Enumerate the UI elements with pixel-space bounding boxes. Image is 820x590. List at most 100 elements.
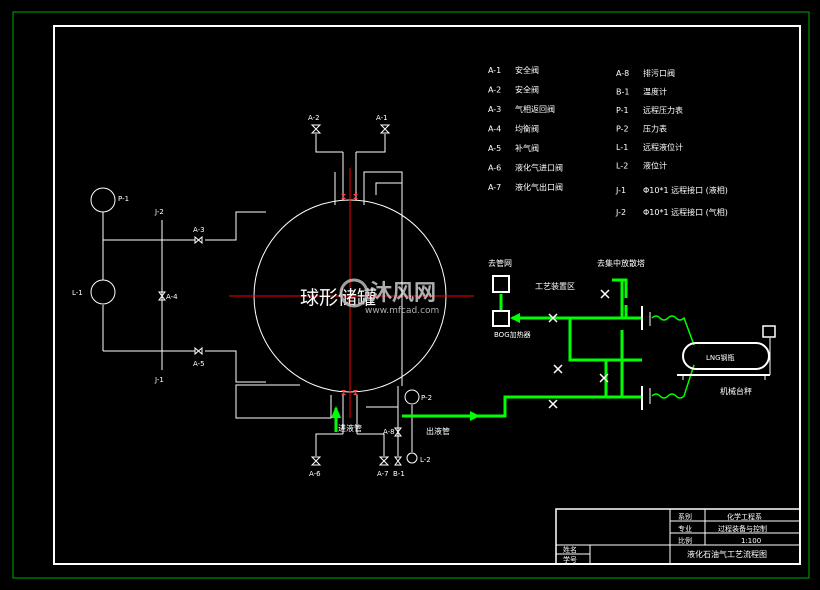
bottom-piping: A-6 A-7 A-8 B-1 P-2 L-2 bbox=[309, 386, 432, 478]
legend-desc: 远程液位计 bbox=[643, 142, 683, 152]
tag-a1: A-1 bbox=[376, 114, 388, 122]
tag-a5: A-5 bbox=[193, 360, 205, 368]
legend-desc: 液位计 bbox=[643, 161, 667, 171]
legend-desc: Φ10*1 远程接口 (气相) bbox=[643, 207, 728, 217]
legend-code: A-7 bbox=[488, 183, 501, 192]
tag-p1: P-1 bbox=[118, 195, 129, 203]
tag-a7: A-7 bbox=[377, 470, 389, 478]
legend-desc: 补气阀 bbox=[515, 143, 539, 153]
legend-code: A-3 bbox=[488, 105, 501, 114]
legend-desc: 气相返回阀 bbox=[515, 104, 555, 114]
top-valves: A-2 A-1 bbox=[308, 114, 403, 386]
tag-l1: L-1 bbox=[72, 289, 83, 297]
valve-a2-icon bbox=[310, 124, 322, 134]
thermometer-icon bbox=[394, 456, 402, 466]
label-vent-tower: 去集中放散塔 bbox=[597, 258, 645, 268]
outer-border bbox=[12, 11, 810, 579]
tag-a4: A-4 bbox=[166, 293, 178, 301]
label-outlet: 出液管 bbox=[426, 426, 450, 436]
title-id-label: 学号 bbox=[563, 555, 577, 564]
legend-code: L-1 bbox=[616, 143, 628, 152]
remote-pressure-gauge-icon bbox=[90, 187, 116, 213]
tag-b1: B-1 bbox=[393, 470, 405, 478]
lng-cylinder-section: LNG钢瓶 机械台秤 bbox=[641, 306, 776, 410]
tag-j2: J-2 bbox=[154, 208, 164, 216]
tank-label: 球形储罐 bbox=[300, 287, 376, 309]
legend-code: A-2 bbox=[488, 86, 501, 95]
gas-network-box bbox=[492, 275, 510, 293]
spherical-tank: 球形储罐 bbox=[229, 168, 474, 418]
valve-a6-icon bbox=[310, 456, 322, 466]
drawing-frame bbox=[53, 25, 801, 565]
legend-desc: 均衡阀 bbox=[515, 124, 539, 134]
pressure-gauge-icon bbox=[404, 389, 420, 405]
legend-desc: 排污口阀 bbox=[643, 68, 675, 78]
tag-a3: A-3 bbox=[193, 226, 205, 234]
title-dept-value: 化学工程系 bbox=[727, 512, 762, 521]
remote-level-gauge-icon bbox=[90, 279, 116, 305]
title-ratio-label: 比例 bbox=[678, 536, 692, 545]
legend-code: J-1 bbox=[615, 186, 626, 195]
legend-desc: 远程压力表 bbox=[643, 105, 683, 115]
valve-a7-icon bbox=[378, 456, 390, 466]
legend-desc: 液化气出口阀 bbox=[515, 182, 563, 192]
process-valves bbox=[548, 289, 610, 409]
bog-heater-box bbox=[492, 310, 510, 327]
return-arrow-icon bbox=[510, 313, 520, 323]
legend-code: B-1 bbox=[616, 88, 629, 97]
hose-lower bbox=[651, 364, 695, 399]
title-name-label: 姓名 bbox=[563, 545, 577, 554]
legend-code: L-2 bbox=[616, 162, 628, 171]
tag-a8: A-8 bbox=[383, 428, 395, 436]
tag-a2: A-2 bbox=[308, 114, 320, 122]
label-scale: 机械台秤 bbox=[720, 386, 752, 396]
legend-code: P-2 bbox=[616, 125, 629, 134]
title-block: 系别 化学工程系 专业 过程装备与控制 比例 1:100 姓名 学号 液化石油气… bbox=[555, 508, 801, 565]
outlet-pipe bbox=[402, 330, 624, 418]
watermark-logo-icon bbox=[339, 278, 369, 308]
watermark-brand: 沐风网 bbox=[370, 281, 436, 306]
legend-code: A-5 bbox=[488, 144, 501, 153]
title-ratio-value: 1:100 bbox=[741, 537, 761, 545]
valve-a3-icon bbox=[194, 235, 203, 245]
drawing-title: 液化石油气工艺流程图 bbox=[687, 549, 767, 559]
left-piping: A-3 A-5 A-4 J-2 J-1 P-1 L-1 bbox=[72, 187, 332, 419]
title-major-value: 过程装备与控制 bbox=[718, 524, 767, 533]
legend-desc: Φ10*1 远程接口 (液相) bbox=[643, 185, 728, 195]
outlet-arrow-icon bbox=[470, 411, 480, 421]
legend-code: P-1 bbox=[616, 106, 629, 115]
scale-dial-icon bbox=[762, 325, 776, 338]
legend-left: A-1 安全阀 A-2 安全阀 A-3 气相返回阀 A-4 均衡阀 A-5 补气阀 A-6 液化气进口… bbox=[488, 65, 563, 192]
tag-p2: P-2 bbox=[421, 394, 432, 402]
valve-a8-icon bbox=[394, 427, 402, 437]
legend-code: A-4 bbox=[488, 125, 501, 134]
label-inlet: 进液管 bbox=[338, 423, 362, 433]
tag-a6: A-6 bbox=[309, 470, 321, 478]
valve-a5-icon bbox=[194, 346, 203, 356]
label-lng-tank: LNG钢瓶 bbox=[706, 353, 735, 362]
legend-code: J-2 bbox=[615, 208, 626, 217]
legend-code: A-1 bbox=[488, 66, 501, 75]
label-process-area: 工艺装置区 bbox=[535, 281, 575, 291]
lng-cylinder bbox=[682, 342, 770, 370]
legend-code: A-8 bbox=[616, 69, 629, 78]
title-dept-label: 系别 bbox=[678, 512, 692, 521]
bog-section: 去管网 BOG加热器 工艺装置区 去集中放散塔 bbox=[488, 258, 645, 339]
legend-desc: 压力表 bbox=[643, 124, 667, 134]
title-major-label: 专业 bbox=[678, 524, 692, 533]
legend-code: A-6 bbox=[488, 164, 501, 173]
legend-desc: 安全阀 bbox=[515, 85, 539, 95]
label-bog-heater: BOG加热器 bbox=[494, 330, 531, 339]
inlet-arrow-icon bbox=[331, 406, 341, 418]
valve-a4-icon bbox=[158, 291, 166, 301]
level-gauge-icon bbox=[406, 452, 418, 464]
process-lines: 进液管 出液管 bbox=[331, 278, 642, 436]
legend-desc: 安全阀 bbox=[515, 65, 539, 75]
tag-j1: J-1 bbox=[154, 376, 164, 384]
valve-a1-icon bbox=[379, 124, 391, 134]
legend-desc: 液化气进口阀 bbox=[515, 163, 563, 173]
label-gas-network: 去管网 bbox=[488, 258, 512, 268]
hose-upper bbox=[651, 315, 695, 346]
